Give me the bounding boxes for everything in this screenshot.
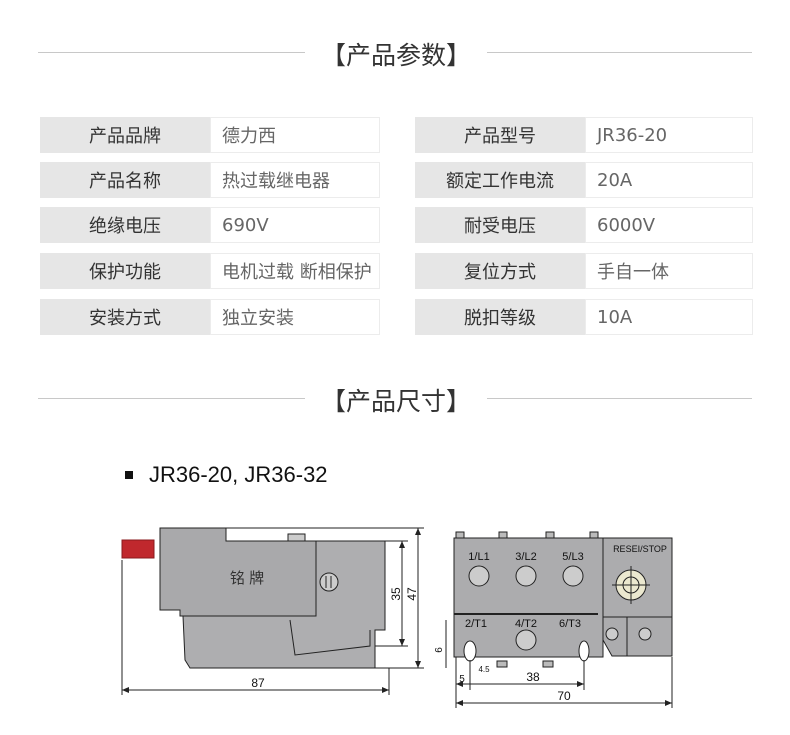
dim-width: 87 bbox=[251, 676, 265, 690]
param-value: 德力西 bbox=[210, 117, 380, 153]
terminal-label: 5/L3 bbox=[562, 551, 583, 563]
divider bbox=[487, 52, 752, 53]
param-label: 绝缘电压 bbox=[40, 207, 210, 243]
reset-stop-label: RESEI/STOP bbox=[613, 544, 667, 554]
model-text: JR36-20, JR36-32 bbox=[149, 462, 328, 487]
param-label: 耐受电压 bbox=[415, 207, 585, 243]
dim-slot: 4.5 bbox=[478, 665, 490, 674]
param-label: 产品型号 bbox=[415, 117, 585, 153]
terminal-label: 6/T3 bbox=[559, 618, 581, 630]
terminal-label: 3/L2 bbox=[515, 551, 536, 563]
side-view bbox=[121, 527, 424, 695]
param-row: 产品名称热过载继电器 bbox=[40, 162, 380, 198]
param-label: 额定工作电流 bbox=[415, 162, 585, 198]
param-value: 20A bbox=[585, 162, 753, 198]
red-button bbox=[121, 539, 155, 559]
param-value: JR36-20 bbox=[585, 117, 753, 153]
param-value: 10A bbox=[585, 299, 753, 335]
divider bbox=[38, 398, 305, 399]
param-value: 独立安装 bbox=[210, 299, 380, 335]
param-row: 安装方式独立安装 bbox=[40, 299, 380, 335]
section-title: 【产品尺寸】 bbox=[320, 387, 471, 416]
terminal-label: 4/T2 bbox=[515, 618, 537, 630]
param-row: 复位方式手自一体 bbox=[415, 253, 753, 289]
dim-pitch: 38 bbox=[526, 670, 540, 684]
front-view bbox=[445, 531, 673, 708]
dim-offset: 5 bbox=[459, 674, 465, 685]
dim-height-inner: 35 bbox=[389, 587, 403, 601]
nameplate-label: 铭 牌 bbox=[230, 570, 264, 587]
section-title: 【产品参数】 bbox=[320, 41, 471, 70]
terminal-label: 2/T1 bbox=[465, 618, 487, 630]
dim-height-outer: 47 bbox=[405, 587, 419, 601]
divider bbox=[487, 398, 752, 399]
param-label: 保护功能 bbox=[40, 253, 210, 289]
bullet-icon bbox=[125, 471, 133, 479]
param-value: 热过载继电器 bbox=[210, 162, 380, 198]
divider bbox=[38, 52, 305, 53]
size-section-header: 【产品尺寸】 bbox=[0, 378, 790, 418]
param-label: 安装方式 bbox=[40, 299, 210, 335]
param-value: 电机过载 断相保护 bbox=[210, 253, 380, 289]
param-label: 脱扣等级 bbox=[415, 299, 585, 335]
model-heading: JR36-20, JR36-32 bbox=[125, 462, 328, 488]
dim-hole: 6 bbox=[434, 647, 445, 653]
params-section-header: 【产品参数】 bbox=[0, 32, 790, 72]
dim-width: 70 bbox=[557, 689, 571, 703]
terminal-label: 1/L1 bbox=[468, 551, 489, 563]
param-label: 复位方式 bbox=[415, 253, 585, 289]
param-label: 产品名称 bbox=[40, 162, 210, 198]
param-value: 手自一体 bbox=[585, 253, 753, 289]
param-label: 产品品牌 bbox=[40, 117, 210, 153]
param-row: 保护功能电机过载 断相保护 bbox=[40, 253, 380, 289]
param-value: 6000V bbox=[585, 207, 753, 243]
param-row: 产品品牌德力西 bbox=[40, 117, 380, 153]
param-value: 690V bbox=[210, 207, 380, 243]
